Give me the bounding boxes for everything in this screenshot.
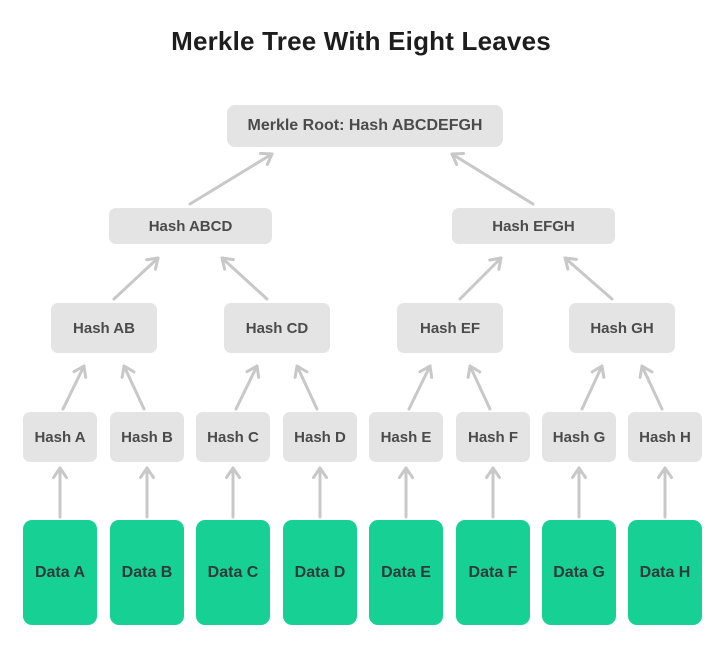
edge-arrow bbox=[466, 364, 492, 411]
edge-arrow bbox=[563, 256, 614, 301]
leaf-hash-node-g: Hash G bbox=[542, 412, 616, 462]
leaf-hash-node-b: Hash B bbox=[110, 412, 184, 462]
edge-arrow bbox=[188, 151, 274, 206]
leaf-hash-node-a: Hash A bbox=[23, 412, 97, 462]
branch-node-hash-efgh: Hash EFGH bbox=[452, 208, 615, 244]
edge-arrow bbox=[112, 256, 160, 301]
data-block-f: Data F bbox=[456, 520, 530, 625]
edge-arrow bbox=[458, 256, 503, 301]
edge-arrow bbox=[407, 364, 434, 411]
data-block-c: Data C bbox=[196, 520, 270, 625]
leaf-hash-node-e: Hash E bbox=[369, 412, 443, 462]
edge-arrow bbox=[638, 364, 664, 411]
data-block-g: Data G bbox=[542, 520, 616, 625]
data-block-e: Data E bbox=[369, 520, 443, 625]
data-block-b: Data B bbox=[110, 520, 184, 625]
edge-arrow bbox=[61, 364, 88, 411]
diagram-title: Merkle Tree With Eight Leaves bbox=[171, 26, 551, 56]
edge-arrow bbox=[580, 364, 606, 411]
branch-node-hash-abcd: Hash ABCD bbox=[109, 208, 272, 244]
leaf-hash-node-d: Hash D bbox=[283, 412, 357, 462]
branch-node-hash-ef: Hash EF bbox=[397, 303, 503, 353]
leaf-hash-node-c: Hash C bbox=[196, 412, 270, 462]
branch-node-hash-gh: Hash GH bbox=[569, 303, 675, 353]
branch-node-hash-ab: Hash AB bbox=[51, 303, 157, 353]
edge-arrow bbox=[293, 364, 319, 411]
branch-node-hash-cd: Hash CD bbox=[224, 303, 330, 353]
data-block-a: Data A bbox=[23, 520, 97, 625]
merkle-root-node: Merkle Root: Hash ABCDEFGH bbox=[227, 105, 503, 147]
data-block-d: Data D bbox=[283, 520, 357, 625]
leaf-hash-node-h: Hash H bbox=[628, 412, 702, 462]
edge-arrow bbox=[450, 151, 535, 206]
edge-arrow bbox=[220, 256, 269, 301]
edge-arrow bbox=[120, 364, 146, 411]
data-block-h: Data H bbox=[628, 520, 702, 625]
edge-arrow bbox=[234, 364, 261, 411]
leaf-hash-node-f: Hash F bbox=[456, 412, 530, 462]
